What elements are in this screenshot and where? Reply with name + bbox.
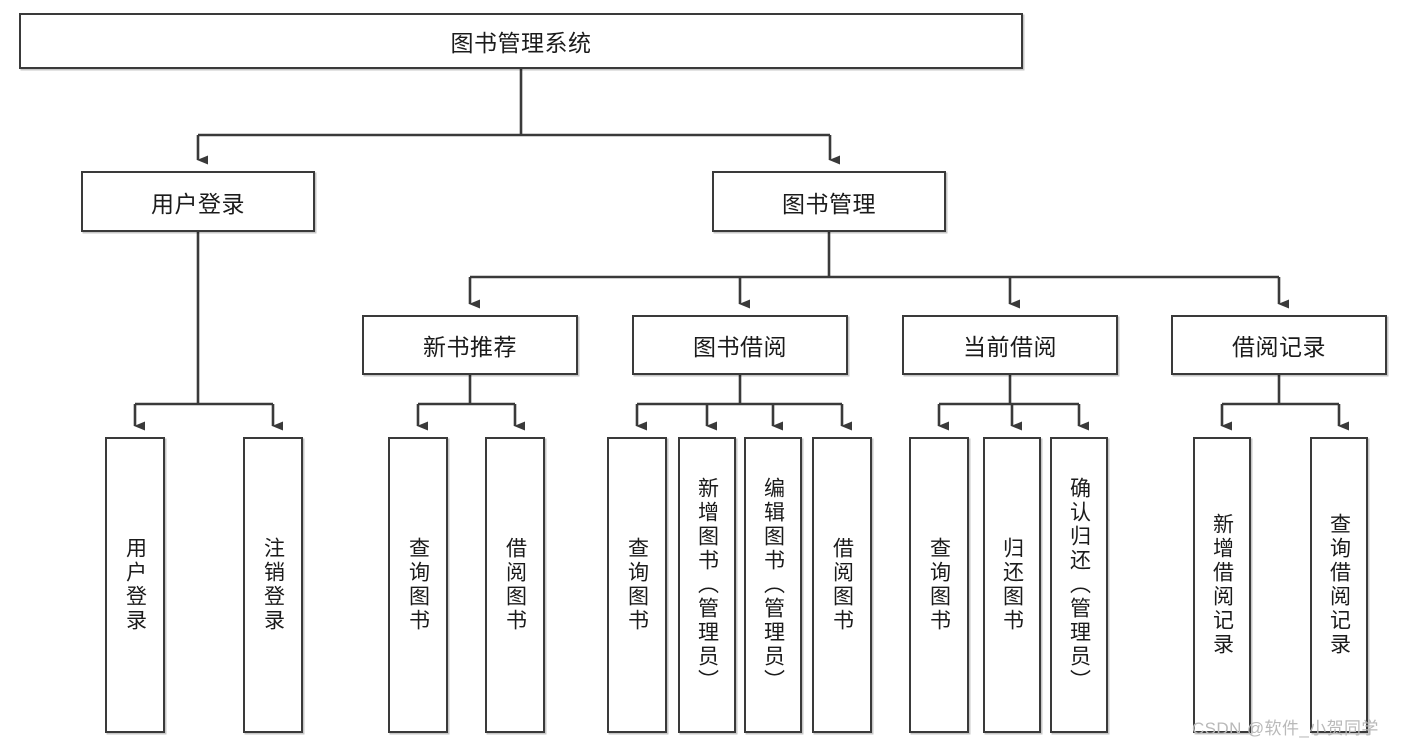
node-leaf-user-login[interactable]: 用户登录	[105, 437, 165, 733]
node-new-book-recommend-label: 新书推荐	[423, 334, 517, 360]
node-leaf-query-book-borrow-label: 查询图书	[625, 537, 649, 633]
node-leaf-query-book-recommend[interactable]: 查询图书	[388, 437, 448, 733]
node-leaf-add-book-label: 新增图书（管理员）	[695, 477, 719, 693]
node-book-manage[interactable]: 图书管理	[712, 171, 946, 232]
node-leaf-add-borrow-record-label: 新增借阅记录	[1210, 513, 1234, 657]
node-leaf-confirm-return-label: 确认归还（管理员）	[1067, 477, 1091, 693]
node-user-login[interactable]: 用户登录	[81, 171, 315, 232]
node-leaf-borrow-book-recommend-label: 借阅图书	[503, 537, 527, 633]
node-leaf-borrow-book-recommend[interactable]: 借阅图书	[485, 437, 545, 733]
node-leaf-add-book[interactable]: 新增图书（管理员）	[678, 437, 736, 733]
node-leaf-add-borrow-record[interactable]: 新增借阅记录	[1193, 437, 1251, 733]
node-leaf-edit-book[interactable]: 编辑图书（管理员）	[744, 437, 802, 733]
node-book-borrow[interactable]: 图书借阅	[632, 315, 848, 375]
node-leaf-user-login-label: 用户登录	[123, 537, 147, 633]
node-book-borrow-label: 图书借阅	[693, 334, 787, 360]
node-leaf-query-book-current-label: 查询图书	[927, 537, 951, 633]
node-leaf-return-book[interactable]: 归还图书	[983, 437, 1041, 733]
csdn-watermark: CSDN @软件_小贺同学	[1192, 719, 1379, 738]
node-borrow-record-label: 借阅记录	[1232, 334, 1326, 360]
node-leaf-edit-book-label: 编辑图书（管理员）	[761, 477, 785, 693]
node-leaf-return-book-label: 归还图书	[1000, 537, 1024, 633]
node-leaf-confirm-return[interactable]: 确认归还（管理员）	[1050, 437, 1108, 733]
node-leaf-user-logout-label: 注销登录	[261, 537, 285, 633]
node-leaf-borrow-book[interactable]: 借阅图书	[812, 437, 872, 733]
node-current-borrow[interactable]: 当前借阅	[902, 315, 1118, 375]
node-current-borrow-label: 当前借阅	[963, 334, 1057, 360]
node-user-login-label: 用户登录	[151, 190, 245, 217]
node-leaf-query-borrow-record[interactable]: 查询借阅记录	[1310, 437, 1368, 733]
node-root[interactable]: 图书管理系统	[19, 13, 1023, 69]
node-root-label: 图书管理系统	[450, 30, 592, 56]
node-leaf-query-book-recommend-label: 查询图书	[406, 537, 430, 633]
node-leaf-user-logout[interactable]: 注销登录	[243, 437, 303, 733]
node-new-book-recommend[interactable]: 新书推荐	[362, 315, 578, 375]
node-leaf-query-book-borrow[interactable]: 查询图书	[607, 437, 667, 733]
node-book-manage-label: 图书管理	[782, 190, 876, 217]
node-borrow-record[interactable]: 借阅记录	[1171, 315, 1387, 375]
node-leaf-query-book-current[interactable]: 查询图书	[909, 437, 969, 733]
node-leaf-query-borrow-record-label: 查询借阅记录	[1327, 513, 1351, 657]
node-leaf-borrow-book-label: 借阅图书	[830, 537, 854, 633]
